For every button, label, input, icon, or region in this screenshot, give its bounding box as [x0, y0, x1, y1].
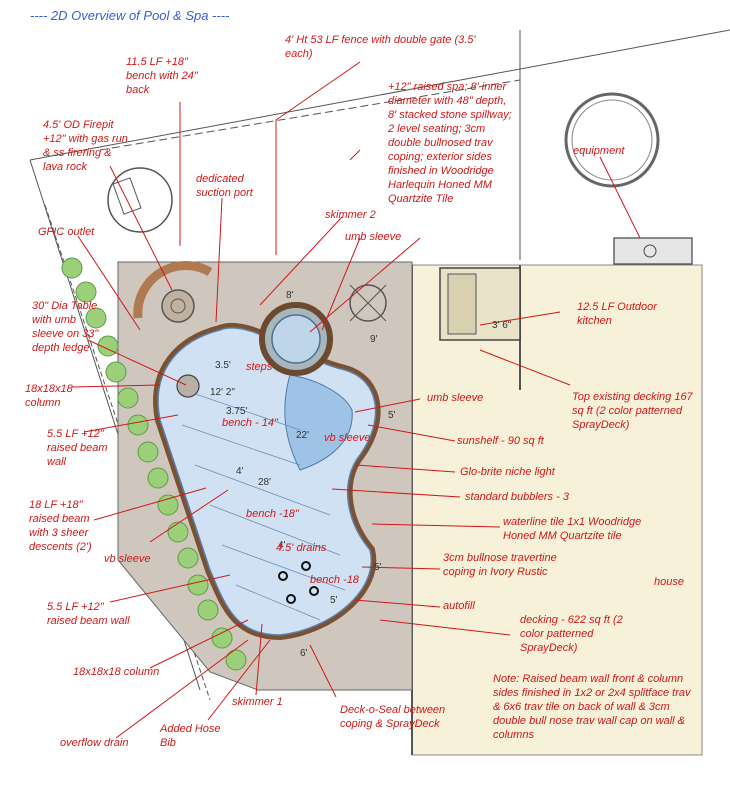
dim-label: 8': [286, 290, 294, 301]
dim-label: 28': [258, 477, 271, 488]
pool-label-drains: 4.5' drains: [276, 542, 327, 554]
label-deck-o-seal: Deck-o-Seal between coping & SprayDeck: [340, 704, 446, 730]
dim-label: 12' 2": [210, 387, 235, 398]
drain: [286, 594, 296, 604]
dim-label: 6': [300, 648, 308, 659]
dim-label: 5': [374, 562, 382, 573]
label-raised-wall1: 5.5 LF +12" raised beam wall: [47, 428, 108, 468]
property-line: [99, 79, 521, 151]
label-skimmer2: skimmer 2: [325, 209, 376, 221]
label-column2: 18x18x18 column: [73, 666, 160, 678]
label-firepit: 4.5' OD Firepit +12" with gas run & ss f…: [43, 119, 128, 173]
label-gfic: GFIC outlet: [38, 226, 95, 238]
chair: [112, 177, 142, 215]
label-column1: 18x18x18 column: [25, 383, 73, 409]
label-hose-bib: Added Hose Bib: [160, 723, 221, 749]
drain: [278, 571, 288, 581]
dim-label: 5': [388, 410, 396, 421]
label-overflow-drain: overflow drain: [60, 737, 129, 749]
label-top-decking: Top existing decking 167 sq ft (2 color …: [572, 391, 693, 431]
table-umbrella: [349, 284, 387, 322]
pool-label-bench18b: bench -18: [310, 574, 360, 586]
kitchen-counter: [447, 273, 477, 335]
label-note: Note: Raised beam wall front & column si…: [493, 673, 691, 741]
drain: [301, 561, 311, 571]
firepit-ring: [170, 298, 186, 314]
dim-label: 3.75': [226, 406, 247, 417]
equipment-pump: [643, 244, 657, 258]
diagram-title: ---- 2D Overview of Pool & Spa ----: [30, 8, 230, 23]
label-autofill: autofill: [443, 600, 475, 612]
chair-area: [107, 167, 173, 233]
house-area: [411, 264, 703, 756]
label-table: 30" Dia Table with umb sleeve on 33" dep…: [32, 300, 99, 354]
equipment-circle: [564, 92, 660, 188]
firepit-bench: [133, 261, 213, 319]
label-house: house: [654, 576, 684, 588]
label-bubblers: standard bubblers - 3: [465, 491, 569, 503]
dim-label: 4': [278, 540, 286, 551]
firepit: [161, 289, 195, 323]
sunshelf-area: [284, 374, 353, 471]
label-suction-port: dedicated suction port: [196, 173, 253, 199]
equipment-pad: [613, 237, 693, 265]
pool-label-steps: steps: [246, 361, 273, 373]
pool-label-vb-sleeve: vb sleeve: [324, 432, 370, 444]
label-umb-sleeve-right: umb sleeve: [427, 392, 484, 404]
equipment-circle-inner: [571, 99, 653, 181]
label-equipment: equipment: [573, 145, 625, 157]
pool-label-bench18: bench -18": [246, 508, 300, 520]
label-spa: +12" raised spa; 8' inner diameter with …: [388, 81, 512, 205]
label-niche-light: Glo-brite niche light: [460, 466, 555, 478]
label-raised-beam-sheer: 18 LF +18" raised beam with 3 sheer desc…: [29, 499, 92, 553]
label-decking: decking - 622 sq ft (2 color patterned S…: [520, 614, 623, 654]
dim-label: 3' 6": [492, 320, 512, 331]
spa-water: [271, 314, 321, 364]
label-outdoor-kitchen: 12.5 LF Outdoor kitchen: [577, 301, 657, 327]
label-waterline-tile: waterline tile 1x1 Woodridge Honed MM Qu…: [503, 516, 642, 542]
label-skimmer1: skimmer 1: [232, 696, 283, 708]
label-raised-wall2: 5.5 LF +12" raised beam wall: [47, 601, 130, 627]
dim-label: 9': [370, 334, 378, 345]
dim-label: 5': [330, 595, 338, 606]
label-coping: 3cm bullnose travertine coping in Ivory …: [443, 552, 557, 578]
label-bench-back: 11.5 LF +18" bench with 24" back: [126, 56, 198, 96]
ledge-table: [176, 374, 200, 398]
label-vb-sleeve-left: vb sleeve: [104, 553, 151, 565]
label-sunshelf: sunshelf - 90 sq ft: [457, 435, 544, 447]
label-umb-sleeve-top: umb sleeve: [345, 231, 402, 243]
pool-grid: [177, 387, 346, 621]
label-fence: 4' Ht 53 LF fence with double gate (3.5'…: [285, 34, 476, 60]
drain: [309, 586, 319, 596]
patio-table: [349, 284, 387, 322]
property-line: [29, 29, 730, 161]
leader-lines: [71, 61, 641, 739]
dim-label: 4': [236, 466, 244, 477]
hedge: [61, 257, 247, 671]
dim-label: 3.5': [215, 360, 231, 371]
pool-label-bench14: bench - 14": [222, 417, 279, 429]
dim-label: 22': [296, 430, 309, 441]
